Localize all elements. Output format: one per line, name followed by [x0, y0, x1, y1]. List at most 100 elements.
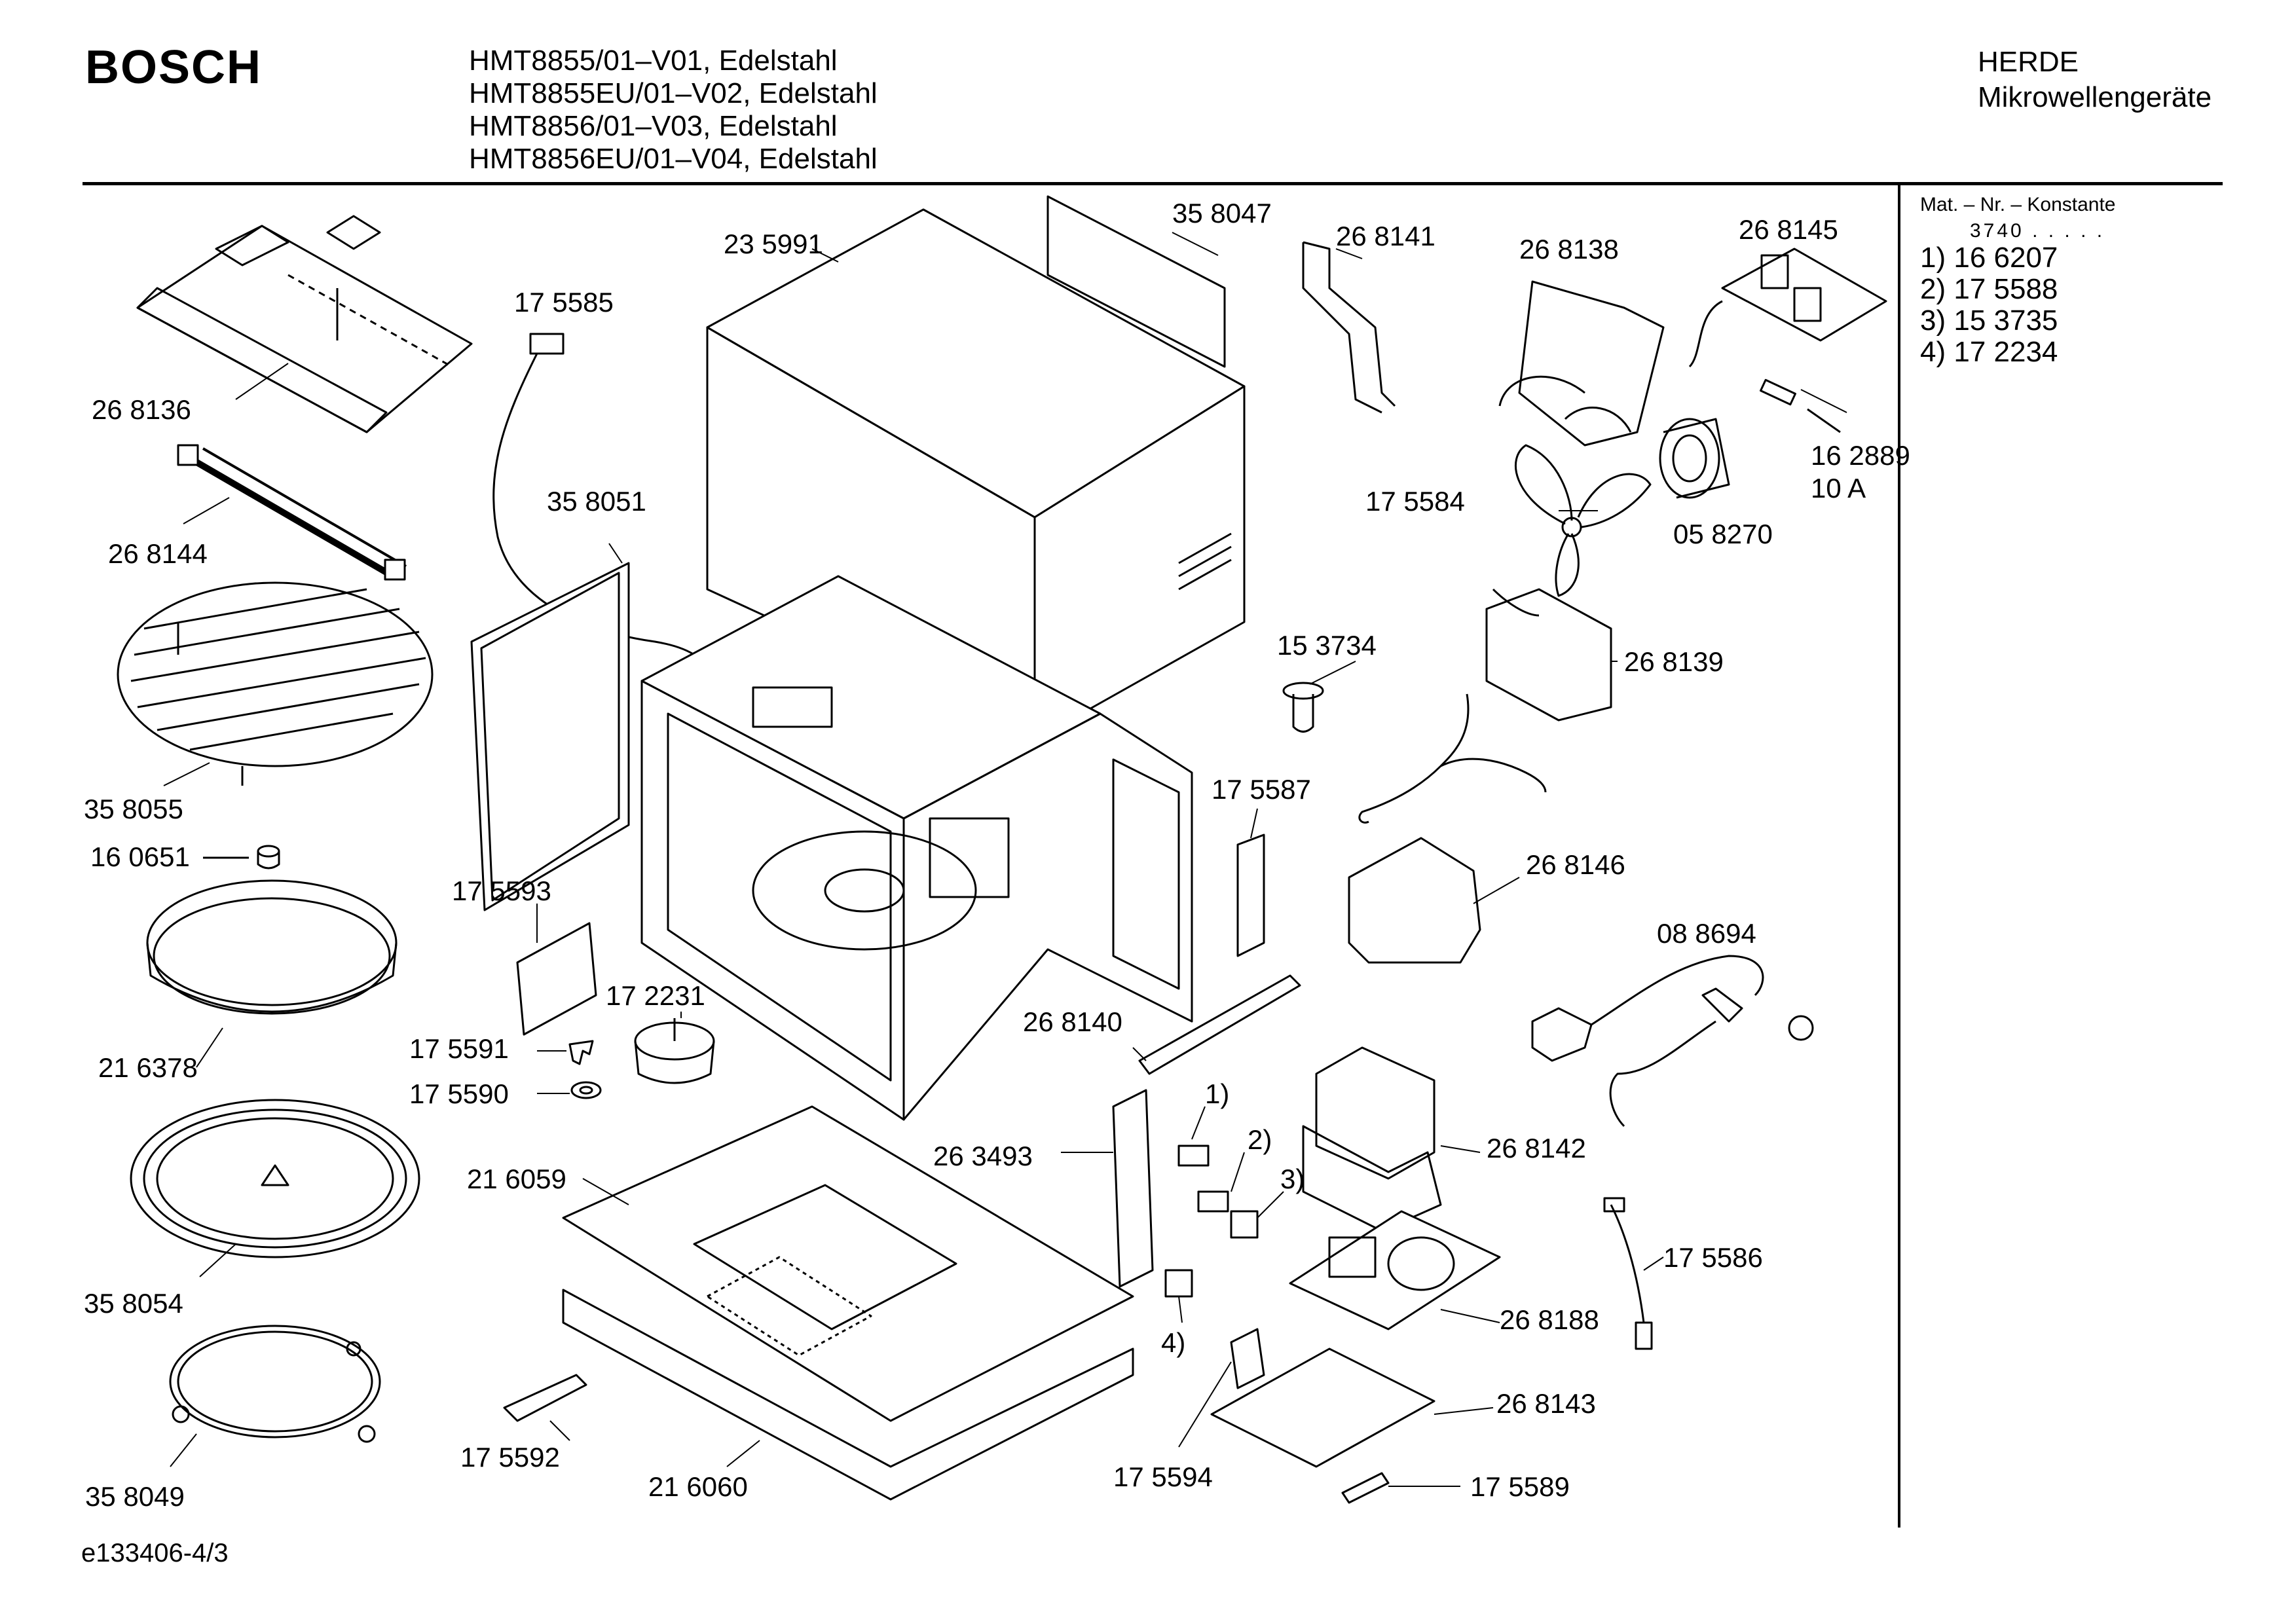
- model-line: HMT8856/01–V03, Edelstahl: [469, 110, 838, 142]
- part-label: 17 5593: [452, 875, 551, 906]
- legend-divider: [1898, 185, 1900, 1528]
- fastener-parts: [568, 1040, 602, 1099]
- hinge-bracket: [503, 1374, 587, 1422]
- fan-motor: [1659, 418, 1730, 499]
- fan-blade: [1515, 444, 1652, 597]
- part-label: 35 8055: [84, 794, 183, 824]
- glass-turntable: [130, 1099, 420, 1258]
- turntable-motor: [634, 1018, 715, 1084]
- part-label: 17 2231: [606, 980, 705, 1011]
- lamp: [1282, 682, 1324, 733]
- part-label: 35 8054: [84, 1288, 183, 1319]
- rear-panel: [1046, 195, 1226, 368]
- part-label: 17 5585: [514, 287, 614, 318]
- bottom-tray: [562, 1289, 1134, 1501]
- thermal-wire: [1603, 1197, 1653, 1350]
- part-label: 21 6060: [648, 1471, 748, 1502]
- legend-title: Mat. – Nr. – Konstante: [1920, 194, 2116, 215]
- switch-holder: [1112, 1089, 1259, 1298]
- legend-panel: Mat. – Nr. – Konstante 3740 . . . . . 1)…: [1920, 194, 2116, 368]
- part-label: 17 5587: [1212, 774, 1311, 805]
- capacitor-bracket: [1348, 837, 1481, 964]
- legend-item: 1) 16 6207: [1920, 242, 2058, 274]
- grill-rack: [117, 581, 434, 786]
- category-sub: Mikrowellengeräte: [1978, 81, 2212, 113]
- part-label: 26 8141: [1336, 221, 1435, 251]
- legend-item: 3) 15 3735: [1920, 304, 2058, 337]
- part-label: 26 8143: [1496, 1388, 1596, 1419]
- part-label: 2): [1248, 1124, 1272, 1155]
- model-list: HMT8855/01–V01, Edelstahl HMT8855EU/01–V…: [469, 45, 878, 175]
- power-cord: [1531, 955, 1814, 1127]
- part-label: 26 8139: [1624, 646, 1724, 677]
- control-bracket: [1210, 1328, 1435, 1468]
- fuse: [1760, 378, 1841, 433]
- part-label: 17 5591: [409, 1033, 509, 1064]
- part-label: 08 8694: [1657, 918, 1756, 949]
- part-label: 16 2889: [1811, 440, 1910, 471]
- part-label: 17 5592: [460, 1442, 560, 1473]
- bracket: [1302, 241, 1396, 414]
- heating-element: [177, 444, 407, 581]
- part-label: 26 8136: [92, 394, 191, 425]
- part-label: 17 5586: [1663, 1242, 1763, 1273]
- part-label: 1): [1205, 1078, 1229, 1109]
- legend-item: 2) 17 5588: [1920, 273, 2058, 305]
- sensor-cable: [492, 333, 715, 682]
- part-label: 10 A: [1811, 473, 1866, 504]
- part-label: 17 5594: [1113, 1461, 1213, 1492]
- air-duct: [1485, 588, 1612, 722]
- leader-lines: [163, 232, 1847, 1487]
- roller-ring: [169, 1325, 381, 1443]
- part-label: 17 5589: [1470, 1471, 1570, 1502]
- part-label: 35 8049: [85, 1481, 185, 1512]
- part-labels: 26 8136 26 8144 35 8055 16 0651 21 6378 …: [84, 198, 1910, 1512]
- top-cover-panel: [136, 215, 473, 433]
- part-label: 15 3734: [1277, 630, 1377, 661]
- part-label: 3): [1280, 1163, 1305, 1194]
- category-main: HERDE: [1978, 46, 2079, 78]
- transformer: [1302, 1046, 1442, 1232]
- part-label: 17 5590: [409, 1078, 509, 1109]
- fan-housing: [1498, 280, 1665, 447]
- document-id: e133406-4/3: [81, 1539, 229, 1567]
- part-label: 26 8188: [1500, 1304, 1599, 1335]
- header-divider: [83, 182, 2223, 185]
- door-rail: [1138, 974, 1301, 1075]
- power-board: [1289, 1210, 1501, 1330]
- part-label: 26 8145: [1739, 214, 1838, 245]
- spring-strip: [1341, 1472, 1390, 1504]
- legend-item: 4) 17 2234: [1920, 336, 2058, 368]
- roller-tray: [146, 879, 398, 1015]
- part-label: 16 0651: [90, 841, 190, 872]
- model-line: HMT8855EU/01–V02, Edelstahl: [469, 77, 878, 109]
- side-plate: [470, 562, 630, 911]
- part-label: 26 8146: [1526, 849, 1625, 880]
- legend-constant: 3740 . . . . .: [1970, 220, 2105, 242]
- part-label: 05 8270: [1673, 519, 1773, 549]
- part-label: 21 6059: [467, 1163, 566, 1194]
- part-label: 26 8140: [1023, 1006, 1122, 1037]
- part-label: 35 8047: [1172, 198, 1272, 229]
- door-interlock: [1236, 833, 1265, 957]
- part-label: 35 8051: [547, 486, 646, 517]
- base-plate: [562, 1105, 1134, 1422]
- part-label: 26 3493: [933, 1141, 1033, 1171]
- brand-logo: BOSCH: [85, 41, 263, 94]
- part-label: 21 6378: [98, 1052, 198, 1083]
- part-label: 4): [1161, 1327, 1185, 1358]
- model-line: HMT8856EU/01–V04, Edelstahl: [469, 143, 878, 175]
- model-line: HMT8855/01–V01, Edelstahl: [469, 45, 838, 77]
- wiring-harness: [1358, 693, 1547, 824]
- oven-chassis: [640, 575, 1193, 1121]
- mica-plate: [516, 922, 597, 1036]
- part-label: 26 8144: [108, 538, 208, 569]
- part-label: 23 5991: [724, 229, 823, 259]
- part-label: 26 8142: [1487, 1133, 1586, 1163]
- category: HERDE Mikrowellengeräte: [1978, 45, 2212, 115]
- part-label: 26 8138: [1519, 234, 1619, 265]
- outer-casing: [706, 208, 1246, 741]
- coupler-part: [203, 845, 280, 870]
- part-label: 17 5584: [1365, 486, 1465, 517]
